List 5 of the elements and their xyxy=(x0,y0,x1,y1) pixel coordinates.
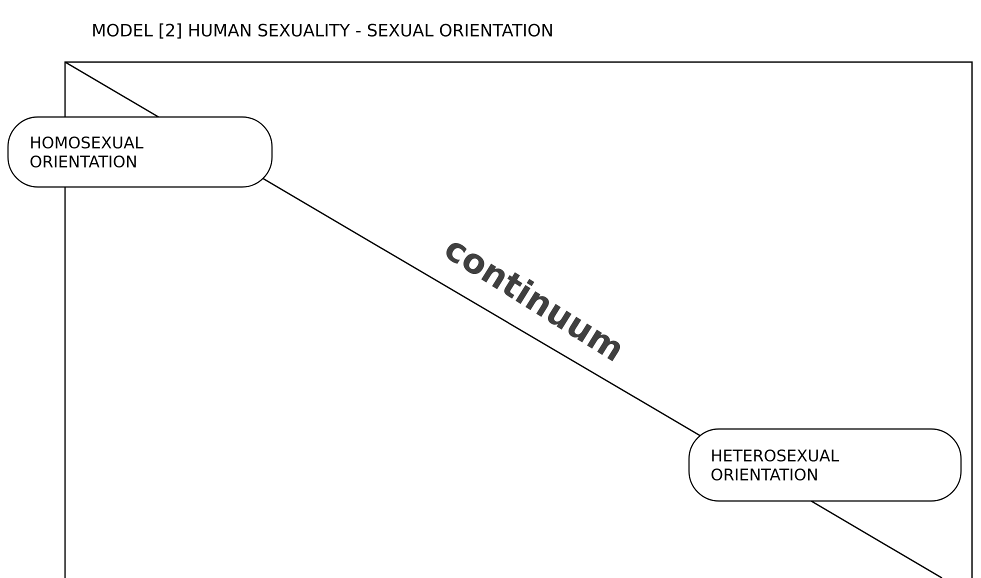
box-text: HOMOSEXUAL ORIENTATION xyxy=(30,136,144,168)
box-text: HETEROSEXUAL ORIENTATION xyxy=(712,449,840,481)
label-box xyxy=(688,428,962,502)
title: MODEL [2] HUMAN SEXUALITY - SEXUAL ORIENTATION xyxy=(93,23,552,39)
label-box xyxy=(7,116,273,188)
